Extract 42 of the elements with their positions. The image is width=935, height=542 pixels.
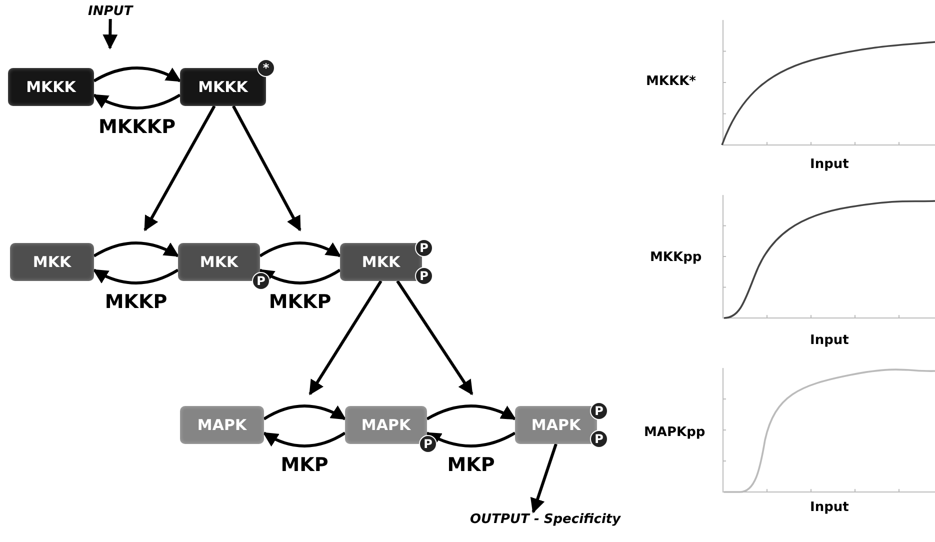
- arrow: [263, 404, 346, 420]
- modification-badge: P: [590, 402, 608, 420]
- kinase-name: MAPK: [361, 416, 411, 434]
- modification-badge: P: [419, 435, 437, 453]
- arrow: [426, 432, 516, 448]
- kinase-name: MKKK: [26, 78, 76, 96]
- axis-title: MKKpp: [650, 250, 702, 265]
- kinase-name: MKK: [32, 253, 72, 271]
- arrow: [259, 242, 342, 258]
- arrow: [102, 18, 118, 50]
- modification-badge: P: [415, 267, 433, 285]
- arrow: [144, 105, 216, 232]
- arrow: [530, 444, 558, 514]
- arrow: [396, 280, 474, 396]
- arrow: [232, 105, 302, 232]
- axis-title: MAPKpp: [644, 425, 706, 440]
- modification-badge: *: [257, 59, 275, 77]
- modification-badge: P: [590, 430, 608, 448]
- kinase-box: [180, 406, 264, 444]
- kinase-name: MAPK: [531, 416, 581, 434]
- signal-label: OUTPUT - Specificity: [470, 512, 621, 527]
- arrow: [92, 94, 181, 110]
- signal-label: INPUT: [88, 4, 133, 19]
- arrow: [93, 66, 182, 82]
- axis-label: Input: [810, 333, 849, 348]
- axis-title: MKKK*: [646, 74, 696, 89]
- modification-badge: P: [252, 272, 270, 290]
- arrow: [258, 268, 341, 284]
- modification-badge: P: [415, 239, 433, 257]
- arrow: [262, 432, 346, 448]
- arrow: [308, 280, 382, 396]
- axis-label: Input: [810, 157, 849, 172]
- axis-label: Input: [810, 500, 849, 515]
- kinase-box: [8, 68, 94, 106]
- arrow: [426, 404, 516, 420]
- kinase-name: MKK: [200, 253, 238, 271]
- kinase-name: MKK: [362, 253, 400, 271]
- arrow: [92, 268, 179, 284]
- kinase-name: MKKK: [198, 78, 248, 96]
- arrow: [93, 242, 180, 258]
- kinase-box: [10, 243, 94, 281]
- kinase-name: MAPK: [197, 416, 247, 434]
